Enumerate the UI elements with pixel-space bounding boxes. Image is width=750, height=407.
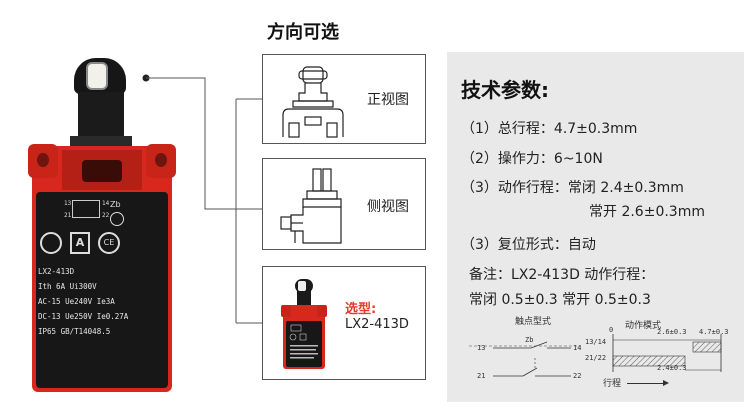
diag-no-stroke: 2.6±0.3 (657, 328, 687, 336)
diag-terminal-14: 14 (573, 344, 582, 352)
spec-reset-type: （3）复位形式：自动 (461, 237, 596, 253)
terminal-21-mark: 21 (64, 212, 72, 219)
diagram-drawing (469, 334, 722, 377)
note-line-2: 常闭 0.5±0.3 常开 0.5±0.3 (469, 292, 651, 308)
selected-product-thumbnail (281, 279, 327, 369)
spec-operating-force: （2）操作力：6~10N (461, 151, 603, 167)
diag-zero: 0 (609, 326, 614, 334)
diag-total-stroke: 4.7±0.3 (699, 328, 729, 336)
selection-label: 选型: (345, 302, 377, 317)
spec-total-stroke: （1）总行程：4.7±0.3mm (461, 121, 638, 137)
product-rating-text: LX2-413D Ith 6A Ui300V AC-15 Ue240V Ie3A… (38, 267, 129, 336)
front-view-card: 正视图 (262, 54, 426, 144)
certification-logos: A CE (40, 230, 164, 256)
terminal-diagram (72, 200, 100, 218)
diag-terminal-21: 21 (477, 372, 486, 380)
action-mode-title: 动作模式 (625, 321, 662, 331)
tech-title: 技术参数: (461, 78, 549, 102)
actuator-neck (78, 92, 124, 144)
diag-zb: Zb (525, 336, 534, 344)
direction-title: 方向可选 (267, 22, 339, 43)
diag-terminal-22: 22 (573, 372, 582, 380)
mounting-ear-left (28, 144, 58, 178)
connector-main (146, 77, 236, 210)
side-view-card: 侧视图 (262, 158, 426, 250)
tech-panel: 技术参数: （1）总行程：4.7±0.3mm （2）操作力：6~10N （3）动… (447, 52, 744, 402)
diag-nc-stroke: 2.4±0.3 (657, 364, 687, 372)
side-view-drawing-icon (280, 168, 342, 244)
body-top-window (62, 150, 142, 190)
stroke-arrow-icon (627, 380, 669, 386)
side-view-label: 侧视图 (367, 199, 409, 215)
note-line-1: 备注：LX2-413D 动作行程： (469, 267, 655, 283)
zb-symbol-icon (110, 212, 124, 226)
contact-action-diagram: 触点型式 动作模式 13 1 (461, 314, 737, 398)
mounting-ear-right (146, 144, 176, 178)
diag-terminal-13: 13 (477, 344, 486, 352)
spec-action-stroke-no: 常开 2.6±0.3mm (589, 204, 705, 220)
diag-stroke-label: 行程 (603, 379, 622, 389)
diag-no-label: 13/14 (585, 338, 607, 346)
front-view-drawing-icon (282, 66, 344, 138)
zb-mark: Zb (110, 200, 121, 209)
terminal-14-mark: 14 (102, 200, 110, 207)
label-plate (36, 192, 168, 388)
terminal-22-mark: 22 (102, 212, 110, 219)
ce-logo-icon: CE (98, 232, 120, 254)
product-image: 13 14 21 22 Zb A CE LX2-413D Ith 6A Ui30… (28, 58, 176, 394)
a-logo-icon: A (70, 232, 90, 254)
contact-type-title: 触点型式 (515, 317, 552, 327)
selection-card: 选型: LX2-413D (262, 266, 426, 380)
spec-action-stroke-nc: （3）动作行程：常闭 2.4±0.3mm (461, 180, 684, 196)
diag-nc-label: 21/22 (585, 354, 607, 362)
front-view-label: 正视图 (367, 92, 409, 108)
terminal-13-mark: 13 (64, 200, 72, 207)
selection-model: LX2-413D (345, 317, 409, 332)
roller (86, 62, 108, 90)
ccc-logo-icon (40, 232, 62, 254)
